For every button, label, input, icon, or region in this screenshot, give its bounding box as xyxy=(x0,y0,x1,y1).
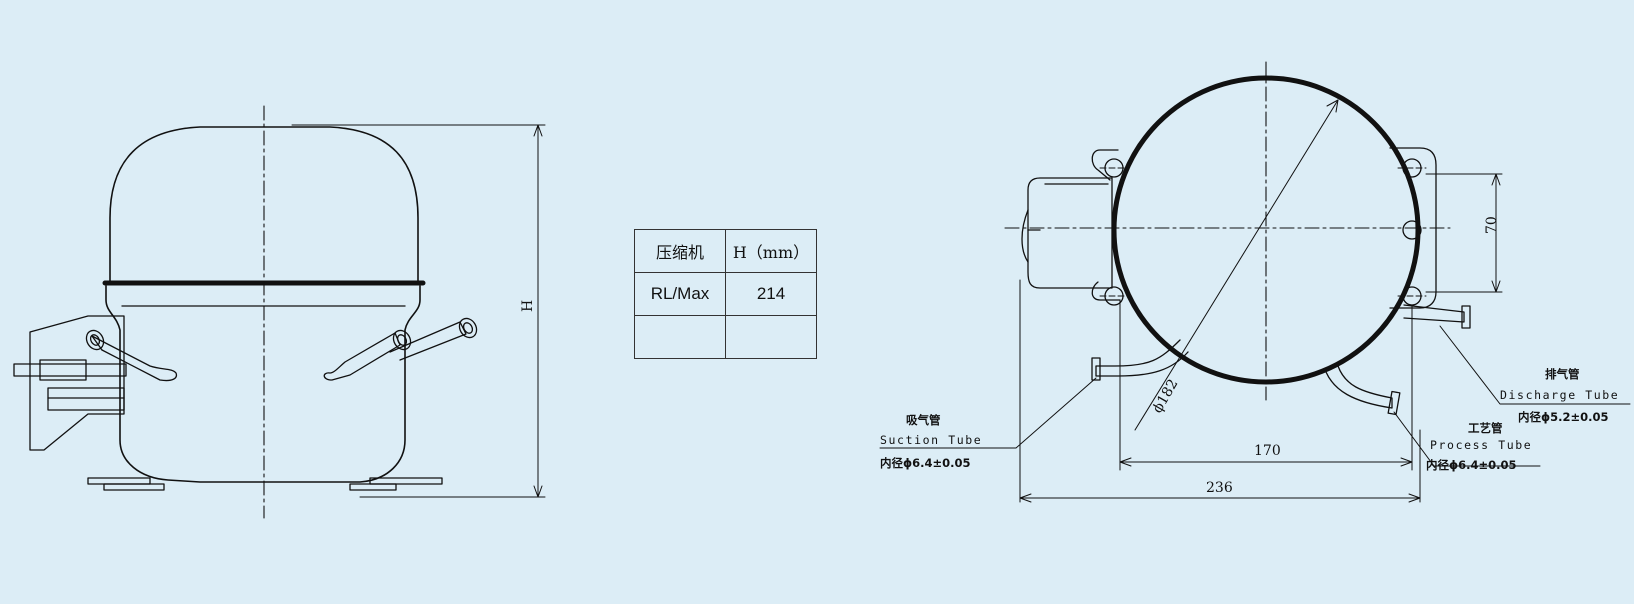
suction-tube xyxy=(1091,339,1189,381)
suction-en: Suction Tube xyxy=(880,433,982,447)
compressor-dome xyxy=(109,126,419,283)
height-dimension xyxy=(291,124,546,498)
cell-h: 214 xyxy=(725,272,817,316)
process-spec: 内径ϕ6.4±0.05 xyxy=(1426,458,1517,472)
table-header-row: 压缩机 H（mm） xyxy=(634,229,817,273)
suction-leader xyxy=(879,377,1097,449)
cell-model: RL/Max xyxy=(634,272,726,316)
process-leader xyxy=(1393,411,1541,467)
header-model: 压缩机 xyxy=(634,229,726,273)
base-feet xyxy=(87,477,443,491)
cell-h-empty xyxy=(725,315,817,359)
side-view: H xyxy=(13,105,546,519)
discharge-leader xyxy=(1439,325,1631,405)
height-label: H xyxy=(520,300,536,312)
width-236-dimension xyxy=(1019,279,1421,503)
terminal-box xyxy=(13,315,127,451)
compressor-shell xyxy=(105,285,421,483)
suction-cn: 吸气管 xyxy=(906,413,941,427)
spec-table: 压缩机 H（mm） RL/Max 214 xyxy=(634,229,817,359)
table-row: RL/Max 214 xyxy=(634,272,817,316)
cell-model-empty xyxy=(634,315,726,359)
width-236-label: 236 xyxy=(1206,480,1233,496)
top-view: ϕ182 170 236 70 xyxy=(879,61,1631,503)
discharge-spec: 内径ϕ5.2±0.05 xyxy=(1518,410,1609,424)
width-170-label: 170 xyxy=(1254,443,1281,459)
side-suction-tube xyxy=(85,329,178,382)
width-170-dimension xyxy=(1119,299,1413,471)
height-70-dimension xyxy=(1425,173,1503,293)
discharge-tube xyxy=(1403,304,1471,329)
diameter-label: ϕ182 xyxy=(1150,377,1182,416)
suction-spec: 内径ϕ6.4±0.05 xyxy=(880,456,971,470)
height-70-label: 70 xyxy=(1484,216,1500,234)
process-cn: 工艺管 xyxy=(1468,421,1503,435)
side-right-tubes xyxy=(323,317,478,381)
discharge-en: Discharge Tube xyxy=(1500,388,1619,402)
process-en: Process Tube xyxy=(1430,438,1532,452)
table-row xyxy=(634,315,817,359)
diameter-dimension xyxy=(1134,99,1339,431)
discharge-cn: 排气管 xyxy=(1545,367,1580,381)
header-h: H（mm） xyxy=(725,229,817,273)
process-tube xyxy=(1325,365,1401,416)
